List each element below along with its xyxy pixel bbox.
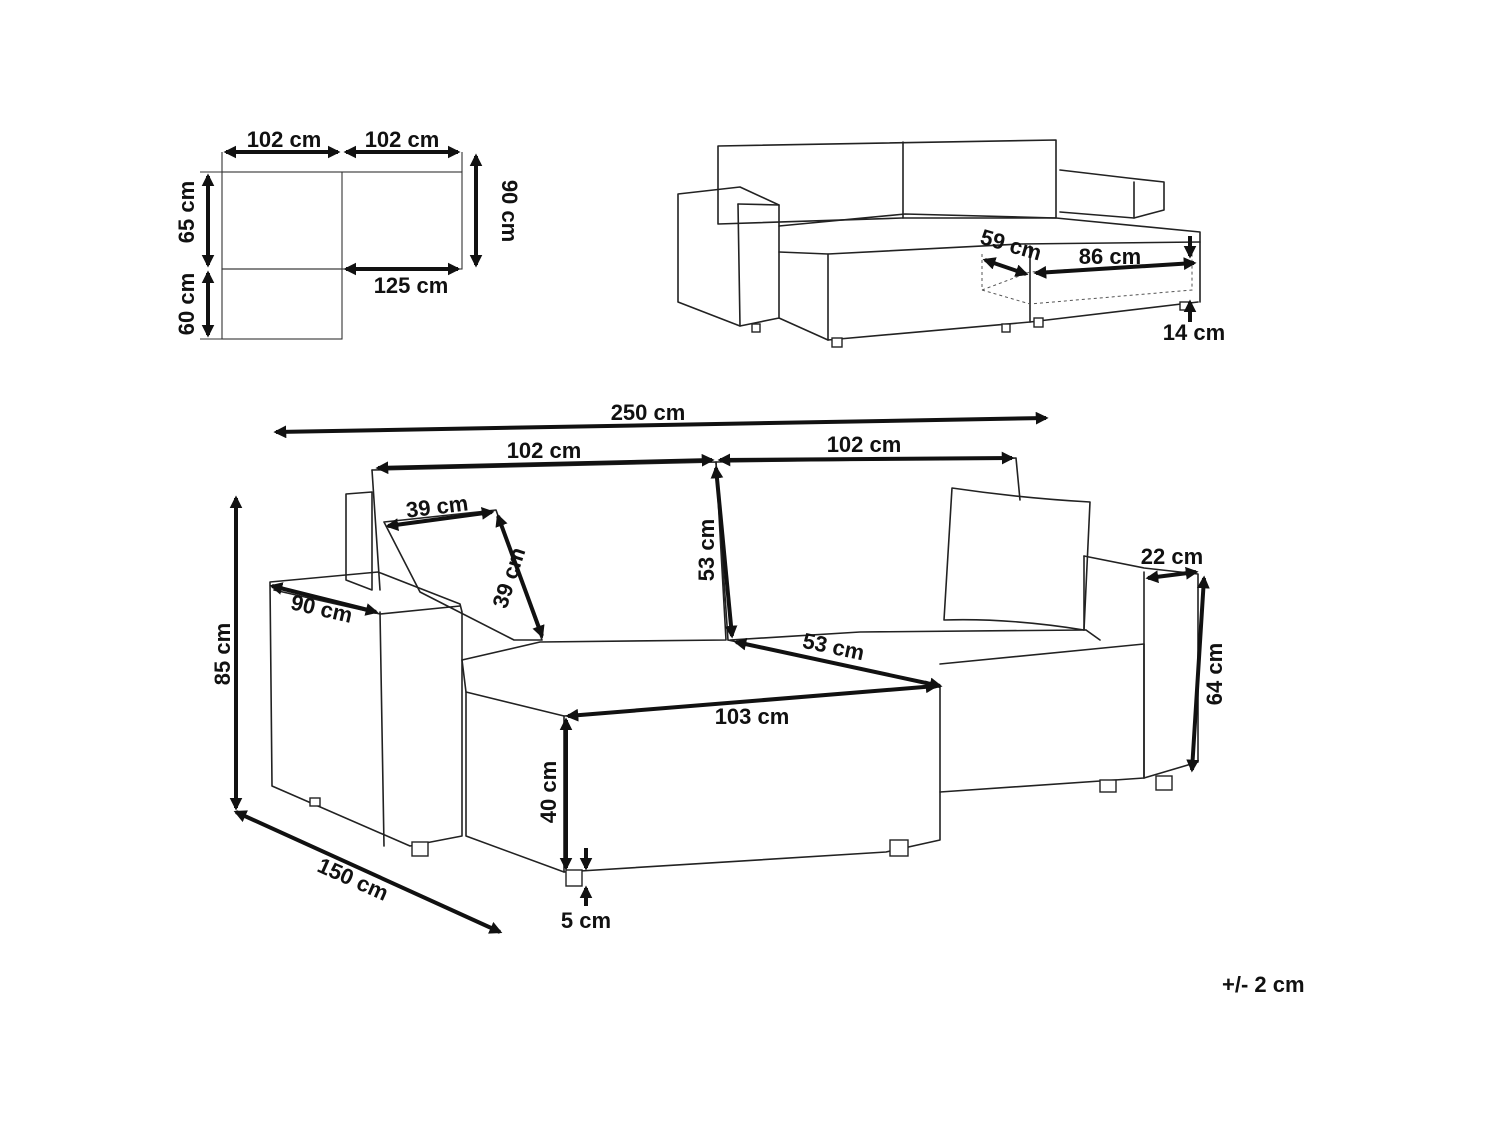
plan-view: 102 cm 102 cm 65 cm 60 cm 90 cm 125 cm [174, 127, 522, 340]
sleeper-sofa-outline [677, 139, 1201, 348]
main-arm-depth-arrow [269, 582, 379, 616]
main-arm-height-label: 64 cm [1202, 643, 1227, 705]
main-arm-depth-label: 90 cm [288, 589, 354, 627]
main-overall-height-label: 85 cm [210, 623, 235, 685]
main-cushion-width-arrow [385, 507, 495, 531]
main-cushion-height-arrow [495, 513, 545, 639]
sleeper-mattress-width-label: 86 cm [1079, 244, 1141, 269]
main-back-left-arrow [375, 453, 715, 475]
sleeper-view: 59 cm 86 cm 14 cm [677, 139, 1225, 348]
main-backrest-height-label: 53 cm [694, 519, 719, 581]
plan-depth-bottom-label: 60 cm [174, 273, 199, 335]
main-total-width-arrow [273, 411, 1049, 439]
main-arm-height-arrow [1186, 575, 1210, 773]
main-seat-depth-arrow [733, 637, 943, 691]
main-total-width-label: 250 cm [611, 400, 686, 425]
plan-width-right-label: 102 cm [365, 127, 440, 152]
main-total-depth-label: 150 cm [314, 853, 392, 906]
sleeper-mattress-depth-arrow [982, 257, 1029, 277]
main-back-right-arrow [717, 451, 1015, 467]
main-leg-height-label: 5 cm [561, 908, 611, 933]
sleeper-mattress-width-arrow [1033, 257, 1197, 279]
main-view: 250 cm 102 cm 102 cm 39 cm 39 cm 53 cm 5… [210, 400, 1227, 934]
main-arm-width-arrow [1145, 566, 1199, 584]
main-back-right-label: 102 cm [827, 432, 902, 457]
main-total-depth-arrow [233, 810, 503, 934]
main-chaise-width-label: 103 cm [715, 704, 790, 729]
main-backrest-height-arrow [710, 465, 738, 639]
main-cushion-height-label: 39 cm [487, 544, 530, 611]
plan-depth-top-label: 65 cm [174, 181, 199, 243]
main-back-left-label: 102 cm [507, 438, 582, 463]
plan-outline [200, 152, 463, 340]
sleeper-clearance-label: 14 cm [1163, 320, 1225, 345]
main-arm-width-label: 22 cm [1141, 544, 1203, 569]
main-chaise-width-arrow [565, 680, 939, 722]
plan-chaise-label: 125 cm [374, 273, 449, 298]
main-seat-height-label: 40 cm [536, 761, 561, 823]
tolerance-note: +/- 2 cm [1222, 972, 1305, 997]
plan-seat-depth-label: 90 cm [497, 180, 522, 242]
plan-width-left-label: 102 cm [247, 127, 322, 152]
